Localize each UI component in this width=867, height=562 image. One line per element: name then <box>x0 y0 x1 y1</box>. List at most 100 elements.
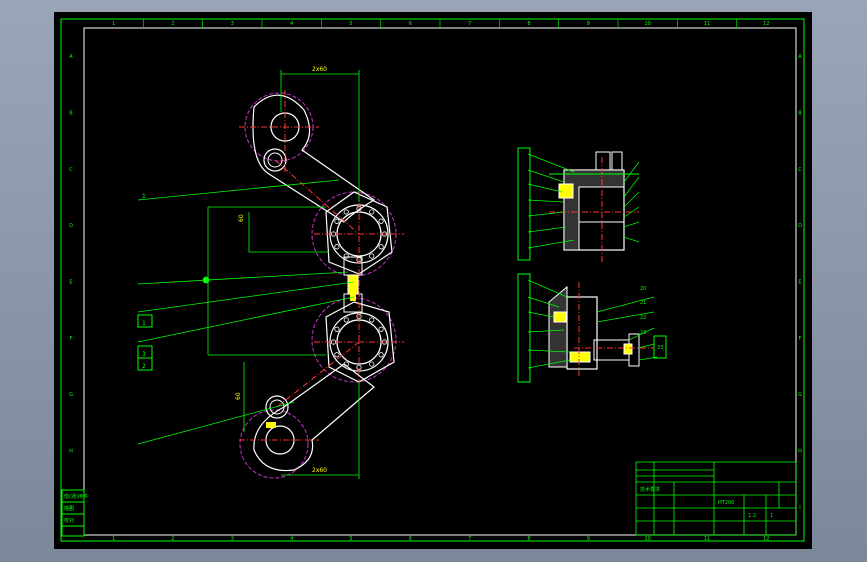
zone-row-I-l: I <box>70 505 71 511</box>
bolt-hole <box>334 326 340 332</box>
zone-row-D-r: D <box>798 223 802 229</box>
zone-col-4-b: 4 <box>290 536 293 542</box>
stamp-line-1: 借(通)用件 <box>64 493 88 500</box>
balloon-2: 3 <box>142 351 146 358</box>
section-view-upper <box>517 147 640 262</box>
balloon-1: 1 <box>142 320 146 327</box>
zone-row-A-l: A <box>69 54 73 60</box>
zone-row-D-l: D <box>69 223 73 229</box>
zone-col-6-t: 6 <box>409 21 412 27</box>
section-callout-4: 23 <box>640 330 646 336</box>
bolt-hole <box>378 244 384 250</box>
zone-col-1-b: 1 <box>112 536 115 542</box>
section-callout-2: 21 <box>640 300 646 306</box>
dim-top-span: 2x60 <box>312 66 327 73</box>
lower-hub-outline <box>325 301 395 383</box>
bolt-hole <box>378 352 384 358</box>
lower-end-pitch-circle <box>239 409 309 479</box>
zone-row-G-r: G <box>798 392 802 398</box>
zone-col-2-t: 2 <box>171 21 174 27</box>
zone-row-I-r: I <box>799 505 800 511</box>
balloon-4: 1 <box>142 193 146 200</box>
left-stamp: 借(通)用件 描图 校对 <box>61 489 88 537</box>
title-scale: 1:2 <box>748 513 756 519</box>
zone-row-C-l: C <box>69 167 73 173</box>
title-sheet: 1 <box>770 513 773 519</box>
bolt-hole <box>343 253 349 259</box>
lower-hub-pitch-circle <box>311 297 397 383</box>
bolt-hole <box>334 244 340 250</box>
bolt-hole <box>369 317 375 323</box>
zone-col-9-t: 9 <box>587 21 590 27</box>
zone-col-2-b: 2 <box>171 536 174 542</box>
side-view-label: 33 <box>657 345 663 351</box>
zone-col-8-b: 8 <box>527 536 530 542</box>
zone-row-B-r: B <box>798 111 802 117</box>
bolt-hole <box>343 209 349 215</box>
dim-upper-vertical: 60 <box>238 214 245 222</box>
zone-row-H-r: H <box>798 449 802 455</box>
dimension-lines <box>207 70 360 479</box>
stamp-line-2: 描图 <box>64 505 74 512</box>
title-header: 技术要求 <box>640 486 660 493</box>
balloon-3: 2 <box>142 363 146 370</box>
zone-col-1-t: 1 <box>112 21 115 27</box>
bolt-hole <box>330 339 337 345</box>
bolt-hole <box>369 253 375 259</box>
outer-frame <box>60 18 805 542</box>
upper-arm-outline <box>252 94 376 223</box>
zone-col-4-t: 4 <box>290 21 293 27</box>
bolt-hole <box>369 361 375 367</box>
zone-row-A-r: A <box>798 54 802 60</box>
section-callout-3: 22 <box>640 315 646 321</box>
zone-col-9-b: 9 <box>587 536 590 542</box>
zone-col-11-t: 11 <box>704 21 710 27</box>
dim-lower-vertical: 60 <box>235 392 242 400</box>
zone-row-C-r: C <box>798 167 802 173</box>
bolt-hole <box>330 231 337 237</box>
zone-col-11-b: 11 <box>704 536 710 542</box>
title-material: HT200 <box>718 500 734 506</box>
bolt-hole <box>378 326 384 332</box>
zone-col-5-b: 5 <box>349 536 352 542</box>
zone-col-10-b: 10 <box>644 536 650 542</box>
left-balloons: 1 3 2 1 <box>137 193 153 371</box>
zone-col-3-t: 3 <box>231 21 234 27</box>
zone-col-3-b: 3 <box>231 536 234 542</box>
zone-col-5-t: 5 <box>349 21 352 27</box>
zone-row-H-l: H <box>69 449 73 455</box>
zone-row-E-l: E <box>69 280 72 286</box>
zone-col-12-b: 12 <box>763 536 769 542</box>
title-block <box>635 461 797 536</box>
zone-row-F-r: F <box>799 336 802 342</box>
zone-col-8-t: 8 <box>527 21 530 27</box>
lower-pin-bore <box>265 395 289 419</box>
zone-row-E-r: E <box>798 280 801 286</box>
zone-row-F-l: F <box>70 336 73 342</box>
dim-bottom-span: 2x60 <box>312 467 327 474</box>
bolt-hole <box>343 317 349 323</box>
coupling-pin <box>347 274 359 295</box>
inner-frame <box>83 27 797 536</box>
bolt-hole <box>334 352 340 358</box>
stamp-line-3: 校对 <box>64 517 74 524</box>
zone-row-B-l: B <box>69 111 73 117</box>
upper-hub-outline <box>325 191 393 275</box>
section-view-lower: 33 20 21 22 23 <box>517 273 667 383</box>
upper-pin-bore <box>263 148 287 172</box>
lower-arm-outline <box>253 363 375 472</box>
zone-col-10-t: 10 <box>644 21 650 27</box>
leader-lines <box>137 179 355 445</box>
main-view: 2x60 2x60 60 60 1 3 <box>137 66 404 479</box>
zone-col-6-b: 6 <box>409 536 412 542</box>
zone-col-7-b: 7 <box>468 536 471 542</box>
zone-row-G-l: G <box>69 392 73 398</box>
zone-col-7-t: 7 <box>468 21 471 27</box>
zone-col-12-t: 12 <box>763 21 769 27</box>
bolt-hole <box>378 218 384 224</box>
section-callout-1: 20 <box>640 286 646 292</box>
bolt-hole <box>334 218 340 224</box>
